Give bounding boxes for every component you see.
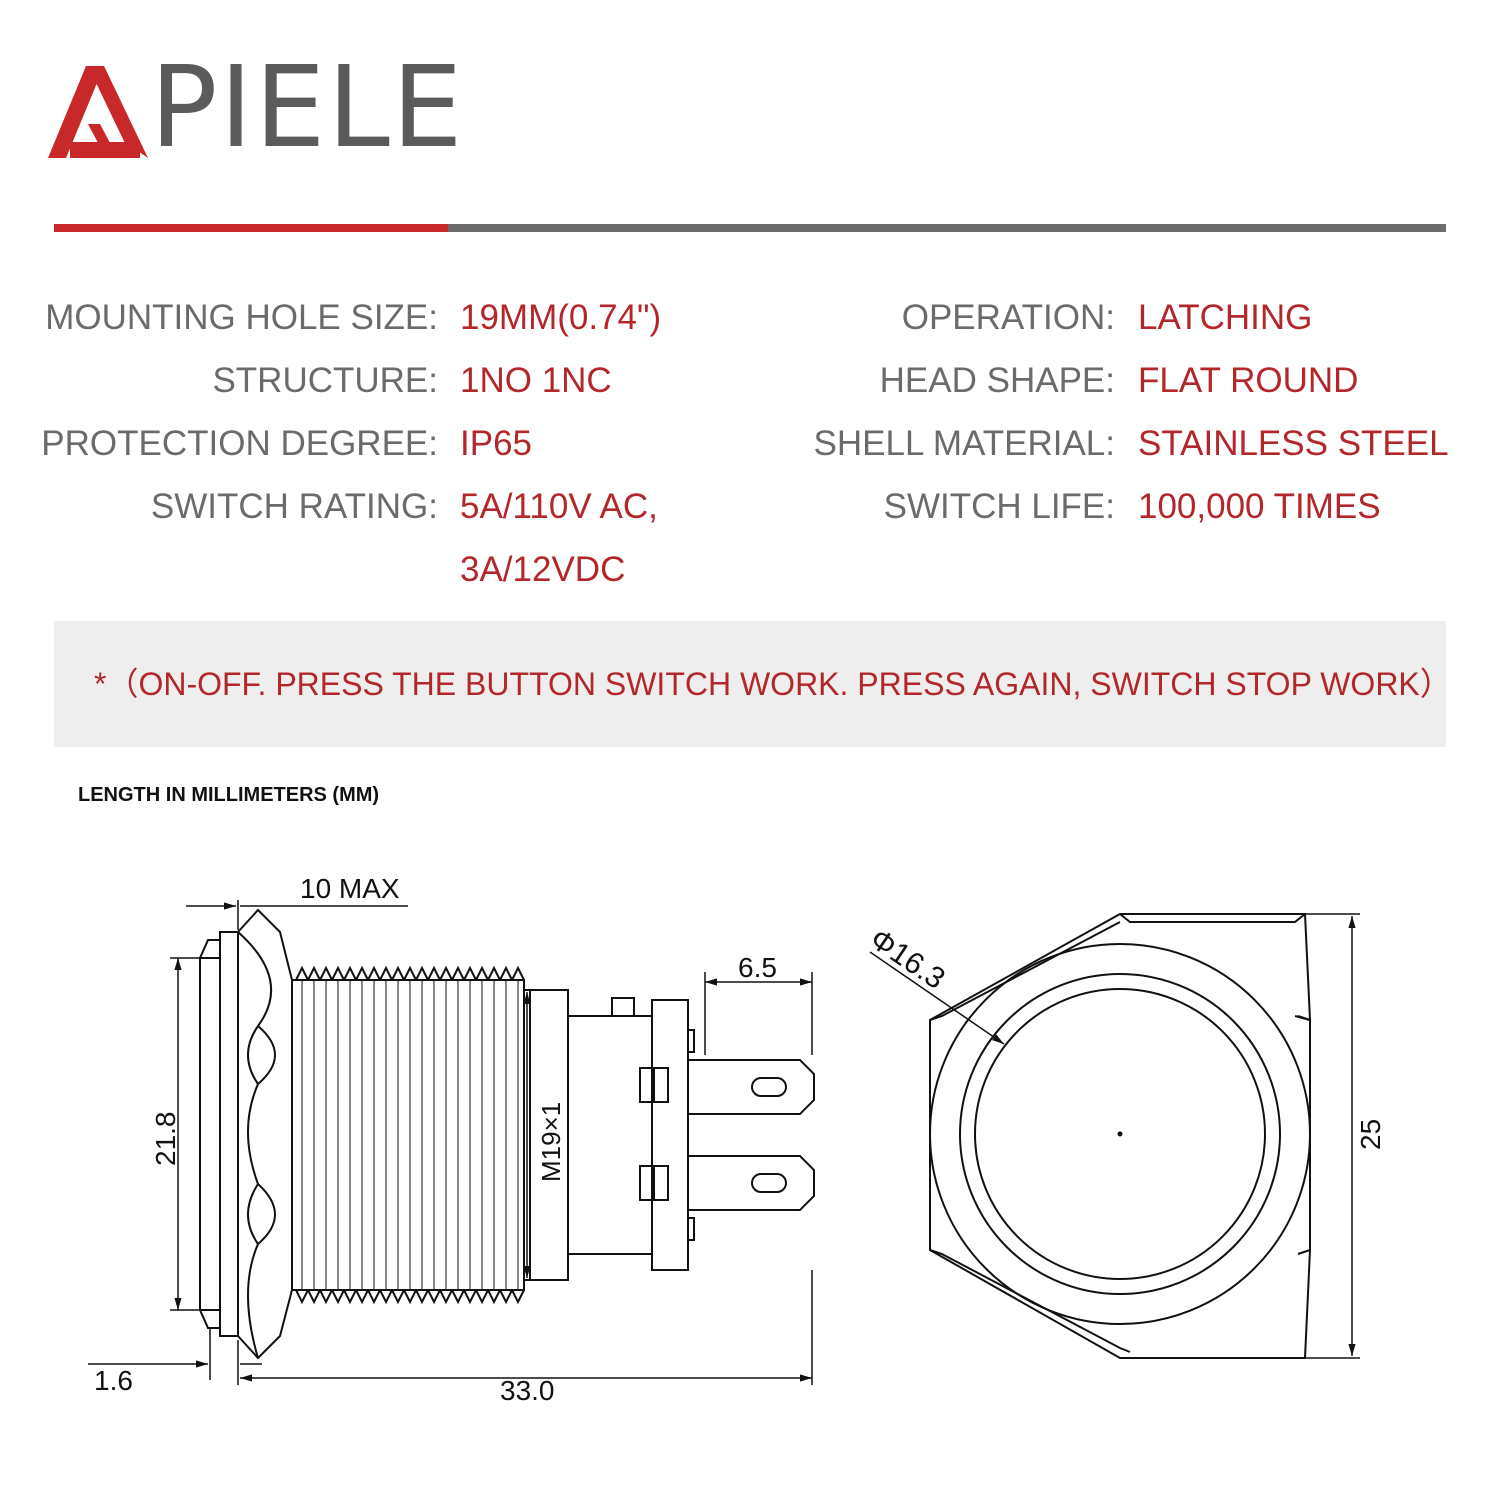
- spec-label-structure: STRUCTURE:: [212, 361, 438, 400]
- dim-flange-thickness: 1.6: [94, 1365, 133, 1396]
- dim-head-depth: 10 MAX: [300, 873, 400, 904]
- dim-head-diameter: Φ16.3: [864, 922, 951, 995]
- front-view: [929, 913, 1311, 1359]
- technical-drawing: 10 MAX 6.5 21.8 M19×1 1.6 33.0 Φ16.3 25: [88, 873, 1386, 1406]
- side-view-base: [567, 997, 695, 1271]
- spec-label-protection-degree: PROTECTION DEGREE:: [41, 424, 438, 463]
- dim-thread: M19×1: [536, 1102, 566, 1182]
- spec-value-switch-rating-line1: 5A/110V AC,: [460, 487, 658, 526]
- dim-body-height: 21.8: [150, 1112, 181, 1167]
- spec-value-shell-material: STAINLESS STEEL: [1138, 424, 1449, 463]
- logo-mark-icon: [48, 66, 148, 158]
- side-view-nut: [237, 908, 293, 1360]
- spec-label-shell-material: SHELL MATERIAL:: [813, 424, 1115, 463]
- dim-terminal-width: 6.5: [738, 952, 777, 983]
- dim-total-length: 33.0: [500, 1375, 555, 1406]
- dim-nut-height: 25: [1355, 1119, 1386, 1150]
- spec-value-switch-life: 100,000 TIMES: [1138, 487, 1381, 526]
- spec-value-structure: 1NO 1NC: [460, 361, 612, 400]
- side-view-terminals: [688, 1059, 815, 1211]
- spec-label-switch-rating: SWITCH RATING:: [150, 487, 438, 526]
- side-view-head: [199, 931, 239, 1337]
- operation-note-box: *（ON-OFF. PRESS THE BUTTON SWITCH WORK. …: [54, 621, 1452, 747]
- spec-value-switch-rating-line2: 3A/12VDC: [460, 550, 626, 589]
- brand-name: PIELE: [150, 43, 465, 173]
- brand-logo: PIELE: [48, 43, 465, 173]
- spec-value-head-shape: FLAT ROUND: [1138, 361, 1359, 400]
- divider-accent: [54, 224, 448, 232]
- divider-gray: [448, 224, 1446, 232]
- spec-table: MOUNTING HOLE SIZE: 19MM(0.74") STRUCTUR…: [0, 288, 1500, 608]
- units-label: LENGTH IN MILLIMETERS (MM): [78, 784, 380, 806]
- spec-value-mounting-hole-size: 19MM(0.74"): [460, 298, 662, 337]
- spec-label-operation: OPERATION:: [901, 298, 1115, 337]
- spec-label-head-shape: HEAD SHAPE:: [879, 361, 1115, 400]
- spec-value-protection-degree: IP65: [460, 424, 532, 463]
- spec-label-switch-life: SWITCH LIFE:: [883, 487, 1115, 526]
- spec-label-mounting-hole-size: MOUNTING HOLE SIZE:: [45, 298, 438, 337]
- operation-note: *（ON-OFF. PRESS THE BUTTON SWITCH WORK. …: [94, 666, 1452, 702]
- spec-value-operation: LATCHING: [1138, 298, 1313, 337]
- side-view-dimension-lines: [88, 900, 813, 1385]
- front-view-dimension-lines: [869, 913, 1360, 1359]
